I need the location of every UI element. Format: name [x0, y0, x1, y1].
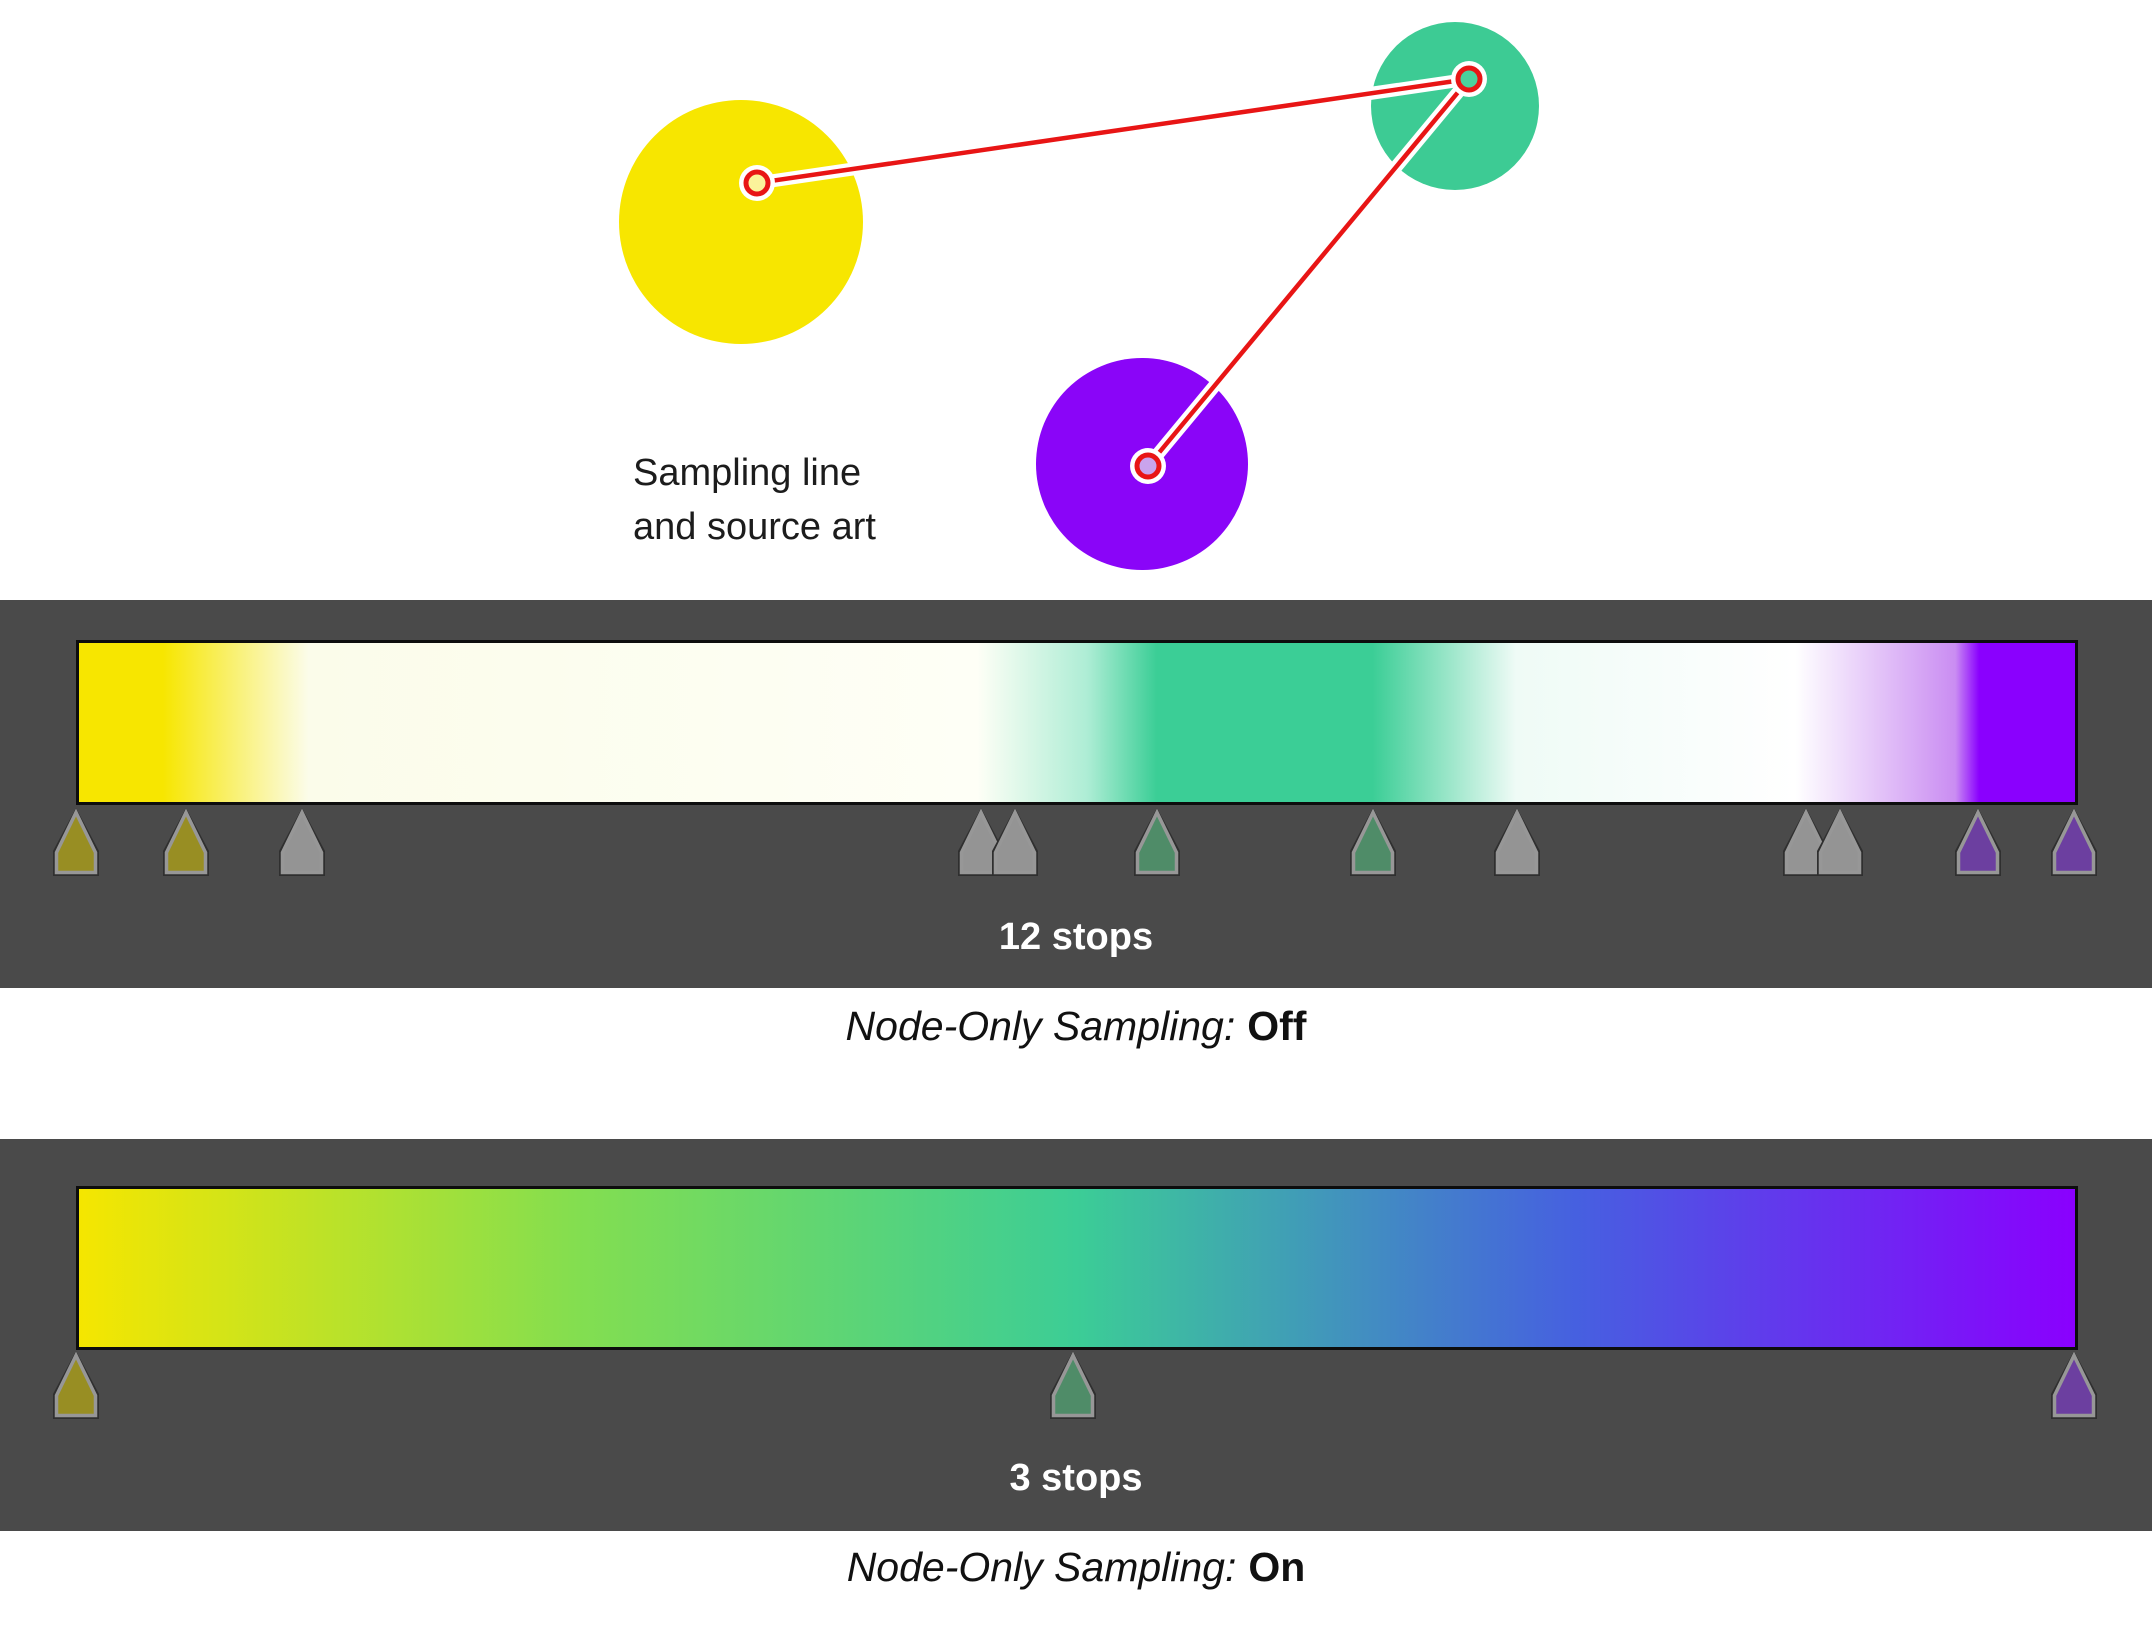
stop-marker-fill: [1352, 808, 1395, 875]
stop-marker-fill: [54, 808, 98, 875]
gradient-stop-marker-gray[interactable]: [991, 808, 1038, 876]
caption-on-value: On: [1248, 1544, 1306, 1590]
gradient-stop-marker-purple[interactable]: [2050, 1351, 2097, 1419]
yellow-circle[interactable]: [619, 100, 863, 344]
panel-node-sampling-off: 12 stops: [0, 600, 2152, 988]
caption-off-label: Node-Only Sampling:: [845, 1003, 1236, 1049]
panel-node-sampling-on: 3 stops: [0, 1139, 2152, 1531]
gradient-stop-markers-on: [0, 1139, 2152, 1531]
sampling-line-2: [1146, 77, 1471, 468]
gradient-stop-marker-olive[interactable]: [53, 1351, 99, 1419]
gradient-stop-marker-purple[interactable]: [1954, 808, 2001, 876]
stop-marker-fill: [1956, 808, 2000, 875]
gradient-stop-marker-olive[interactable]: [53, 808, 99, 876]
gradient-bar-3-stops: [76, 1186, 2078, 1350]
source-art-canvas: [619, 22, 1539, 570]
gradient-node-purple[interactable]: [1134, 452, 1162, 480]
sampling-line-label-line2: and source art: [633, 506, 876, 548]
gradient-stop-markers-off: [0, 600, 2152, 988]
stop-marker-fill: [1496, 808, 1539, 875]
caption-off-value: Off: [1247, 1003, 1307, 1049]
gradient-bar-12-stops: [76, 640, 2078, 805]
sampling-line-1: [756, 76, 1470, 186]
gradient-stop-marker-purple[interactable]: [2050, 808, 2097, 876]
stop-marker-fill: [2052, 1351, 2096, 1418]
gradient-stop-marker-green[interactable]: [1049, 1351, 1096, 1419]
gradient-stop-marker-green[interactable]: [1350, 808, 1397, 876]
stop-marker-fill: [280, 808, 324, 875]
stop-marker-fill: [2052, 808, 2096, 875]
gradient-stop-marker-gray[interactable]: [1494, 808, 1541, 876]
sampling-line-label-line1: Sampling line: [633, 452, 862, 494]
gradient-stop-marker-green[interactable]: [1134, 808, 1181, 876]
caption-on: Node-Only Sampling:On: [0, 1544, 2152, 1591]
gradient-node-green[interactable]: [1455, 65, 1483, 93]
stop-marker-fill: [993, 808, 1037, 875]
caption-on-label: Node-Only Sampling:: [846, 1544, 1237, 1590]
gradient-stop-marker-gray[interactable]: [279, 808, 326, 876]
stop-marker-fill: [54, 1351, 98, 1418]
gradient-stop-marker-gray[interactable]: [1816, 808, 1863, 876]
stops-count-label-on: 3 stops: [1009, 1457, 1143, 1499]
gradient-node-yellow[interactable]: [743, 169, 771, 197]
sampling-line-label: Sampling line and source art: [633, 446, 876, 554]
gradient-stop-marker-olive[interactable]: [163, 808, 210, 876]
caption-off: Node-Only Sampling:Off: [0, 1003, 2152, 1050]
stop-marker-fill: [1051, 1351, 1095, 1418]
stop-marker-fill: [164, 808, 208, 875]
stop-marker-fill: [1818, 808, 1861, 875]
stops-count-label-off: 12 stops: [998, 916, 1154, 958]
stop-marker-fill: [1135, 808, 1179, 875]
